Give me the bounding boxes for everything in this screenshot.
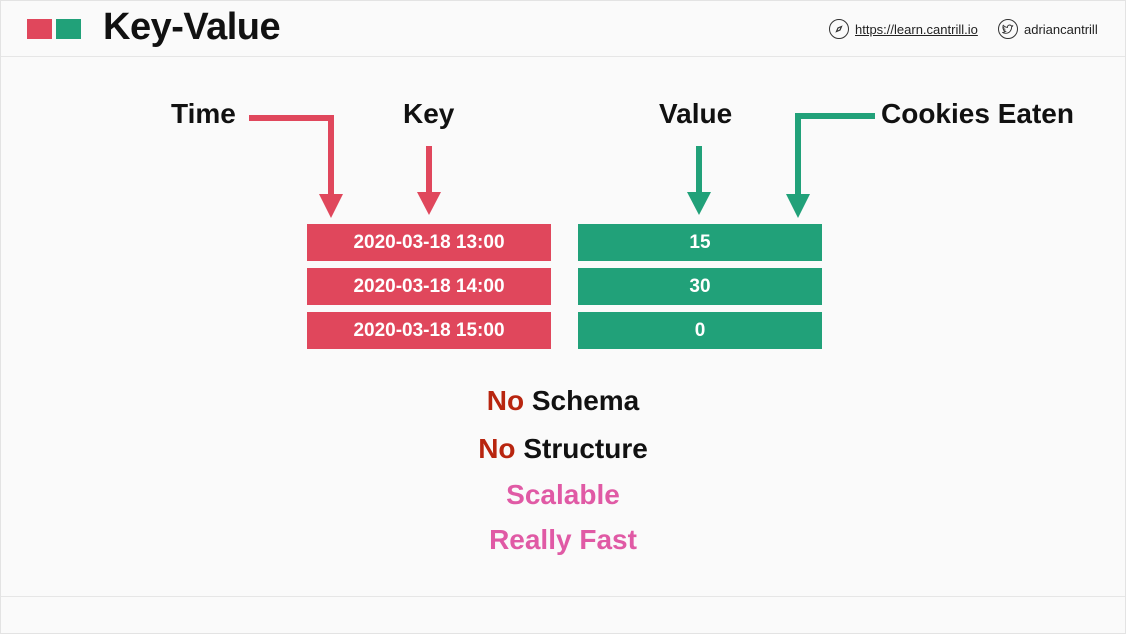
point-prefix: No [478, 433, 516, 464]
point-no-schema: No Schema [1, 385, 1125, 417]
twitter-handle[interactable]: adriancantrill [1024, 21, 1098, 37]
value-cell: 0 [578, 312, 822, 349]
key-cell: 2020-03-18 14:00 [307, 268, 551, 305]
point-prefix: No [486, 385, 525, 416]
cookies-eaten-label: Cookies Eaten [881, 98, 1074, 129]
point-text: Structure [523, 433, 648, 464]
key-cell: 2020-03-18 13:00 [307, 224, 551, 261]
key-cell: 2020-03-18 15:00 [307, 312, 551, 349]
twitter-link[interactable]: adriancantrill [998, 18, 1098, 40]
point-text: Really Fast [489, 524, 637, 555]
site-link-text[interactable]: https://learn.cantrill.io [855, 21, 978, 37]
slide-footer [1, 596, 1125, 633]
logo-red-block [27, 19, 52, 39]
cookies-arrow [795, 113, 875, 198]
slide-title: Key-Value [103, 6, 281, 48]
value-cell: 30 [578, 268, 822, 305]
twitter-bird-icon [998, 19, 1018, 39]
point-text: Schema [531, 385, 640, 416]
key-arrow-head [417, 192, 441, 215]
logo-green-block [56, 19, 81, 39]
value-label: Value [659, 98, 733, 129]
point-no-structure: No Structure [1, 433, 1125, 465]
time-label: Time [171, 98, 236, 129]
time-arrow-head [319, 194, 343, 218]
site-link[interactable]: https://learn.cantrill.io [829, 18, 978, 40]
point-really-fast: Really Fast [1, 524, 1125, 556]
point-scalable: Scalable [1, 479, 1125, 511]
key-label: Key [403, 98, 455, 129]
point-text: Scalable [506, 479, 620, 510]
value-arrow-head [687, 192, 711, 215]
value-cell: 15 [578, 224, 822, 261]
cookies-arrow-head [786, 194, 810, 218]
compass-icon [829, 19, 849, 39]
time-arrow [249, 115, 334, 198]
slide-header: Key-Value https://learn.cantrill.io adri… [1, 1, 1125, 57]
